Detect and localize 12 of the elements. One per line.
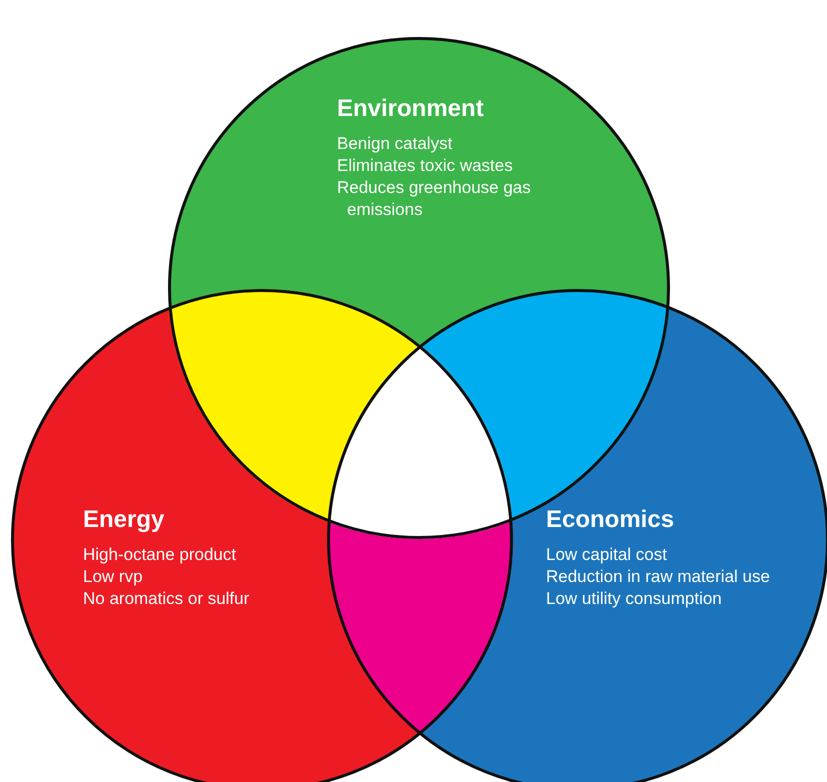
list-item: No aromatics or sulfur: [83, 588, 250, 610]
list-item: Low utility consumption: [546, 588, 723, 610]
circle-heading: Environment: [337, 95, 485, 123]
circle-heading: Energy: [83, 506, 166, 534]
list-item: Reduction in raw material use: [546, 566, 771, 588]
list-item: Reduces greenhouse gas emissions: [337, 177, 532, 221]
list-item: High-octane product: [83, 544, 238, 566]
circle-heading: Economics: [546, 506, 676, 534]
list-item: Eliminates toxic wastes: [337, 155, 514, 177]
list-item: Low capital cost: [546, 544, 668, 566]
list-item: Low rvp: [83, 566, 144, 588]
list-item: Benign catalyst: [337, 133, 454, 155]
